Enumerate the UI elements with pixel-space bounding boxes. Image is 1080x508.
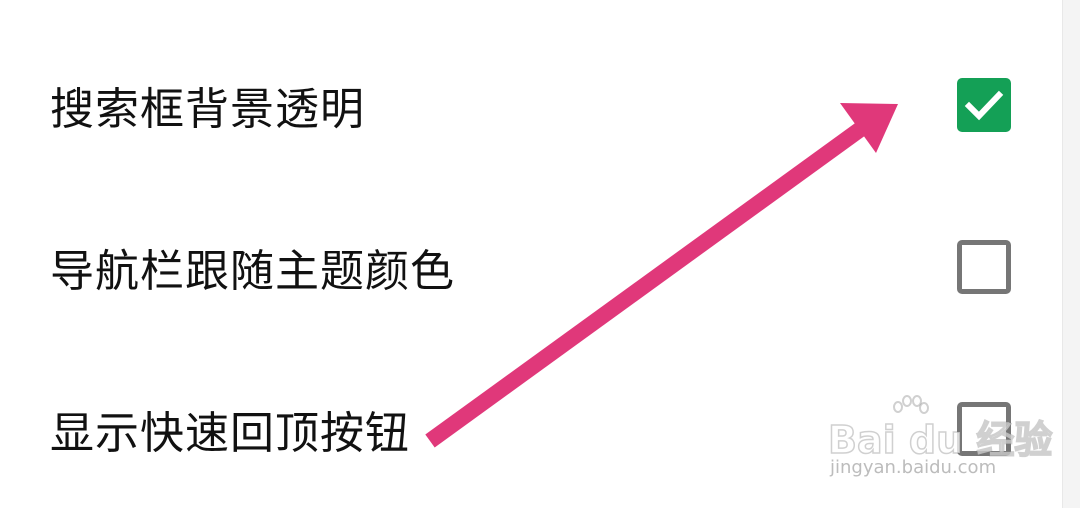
scrollbar-edge: [1062, 0, 1080, 508]
back-to-top-checkbox[interactable]: [957, 402, 1011, 456]
setting-row-search-box-transparent[interactable]: 搜索框背景透明: [0, 30, 1062, 180]
search-box-transparent-checkbox[interactable]: [957, 78, 1011, 132]
setting-label: 搜索框背景透明: [50, 84, 365, 135]
setting-row-navbar-follow-theme[interactable]: 导航栏跟随主题颜色: [0, 192, 1062, 342]
setting-label: 显示快速回顶按钮: [50, 408, 410, 459]
navbar-follow-theme-checkbox[interactable]: [957, 240, 1011, 294]
check-icon: [964, 90, 1004, 121]
setting-label: 导航栏跟随主题颜色: [50, 246, 455, 297]
setting-row-back-to-top-button[interactable]: 显示快速回顶按钮: [0, 354, 1062, 504]
